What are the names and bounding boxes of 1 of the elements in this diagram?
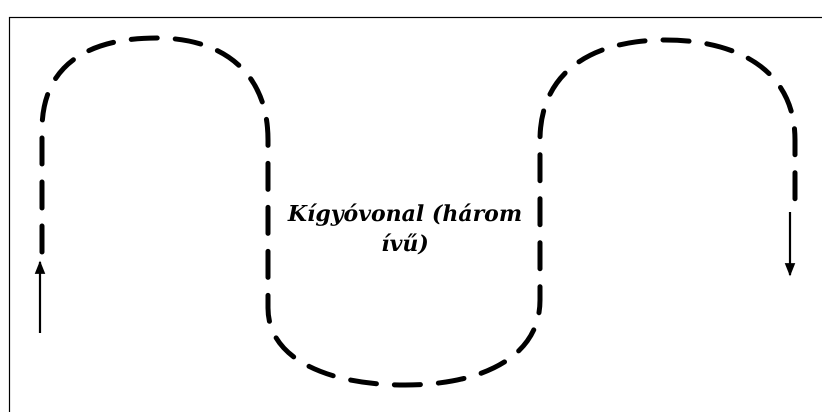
figure-label: Kígyóvonal (három ívű) <box>286 200 524 259</box>
